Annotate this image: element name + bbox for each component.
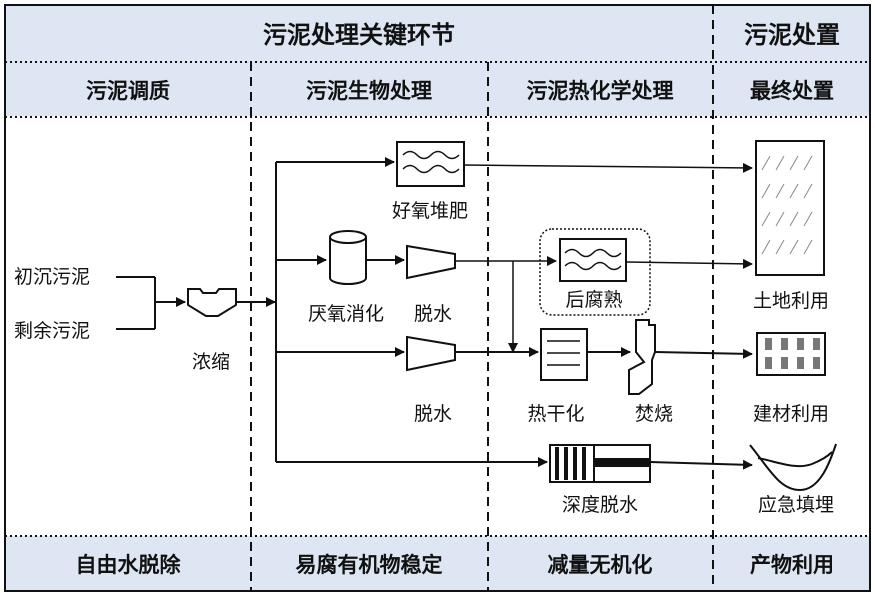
thermal-drying-icon — [540, 328, 588, 381]
stage-thermochemical: 污泥热化学处理 — [527, 79, 674, 103]
post-curing-wave-lines — [564, 248, 622, 271]
stage-conditioning: 污泥调质 — [86, 79, 170, 103]
label-landfill: 应急填埋 — [758, 494, 834, 516]
label-post-curing: 后腐熟 — [565, 289, 622, 311]
arrow-to-landfill — [649, 459, 753, 470]
post-curing-group — [539, 228, 651, 316]
arrow-ash-to-building — [654, 348, 753, 359]
dewatering-2-icon — [406, 335, 456, 372]
input-excess-sludge: 剩余污泥 — [14, 320, 90, 342]
label-building-material: 建材利用 — [753, 403, 829, 425]
footer-product-use: 产物利用 — [750, 553, 834, 577]
label-dewatering-2: 脱水 — [414, 403, 452, 425]
footer-reduction: 减量无机化 — [548, 553, 653, 577]
header-disposal: 污泥处置 — [744, 21, 840, 49]
anaerobic-digester-icon — [329, 230, 367, 285]
header-key-steps: 污泥处理关键环节 — [263, 21, 455, 49]
deep-dewatering-icon — [549, 444, 651, 483]
label-anaerobic-digestion: 厌氧消化 — [308, 303, 384, 325]
footer-organic-stabilization: 易腐有机物稳定 — [296, 553, 443, 577]
label-thickening: 浓缩 — [192, 351, 230, 373]
stage-final: 最终处置 — [750, 79, 834, 103]
label-land-use: 土地利用 — [753, 290, 829, 312]
label-incineration: 焚烧 — [635, 403, 673, 425]
header-band — [5, 5, 870, 62]
subheader-band — [5, 62, 870, 116]
arrow-curing-to-land — [625, 258, 753, 269]
label-aerobic-compost: 好氧堆肥 — [392, 200, 468, 222]
footer-band — [5, 536, 870, 591]
thickener-icon — [187, 288, 237, 317]
arrow-compost-to-land — [463, 162, 753, 173]
landfill-icon — [749, 443, 837, 492]
outer-border — [4, 4, 871, 592]
drying-shelves — [547, 340, 580, 366]
label-thermal-drying: 热干化 — [527, 403, 584, 425]
stage-biological: 污泥生物处理 — [306, 79, 432, 103]
post-curing-icon — [559, 238, 627, 282]
dewatering-1-icon — [406, 244, 456, 280]
label-dewatering-1: 脱水 — [414, 303, 452, 325]
aerobic-compost-icon — [396, 141, 465, 187]
input-primary-sludge: 初沉污泥 — [14, 266, 90, 288]
incinerator-icon — [628, 319, 656, 395]
label-deep-dewatering: 深度脱水 — [562, 494, 638, 516]
land-hatch — [761, 155, 813, 255]
land-use-icon — [755, 140, 825, 276]
input-merge-lines — [116, 276, 156, 330]
compost-wave-lines — [402, 150, 460, 174]
footer-free-water-removal: 自由水脱除 — [76, 553, 182, 577]
brick-blocks — [765, 338, 820, 369]
